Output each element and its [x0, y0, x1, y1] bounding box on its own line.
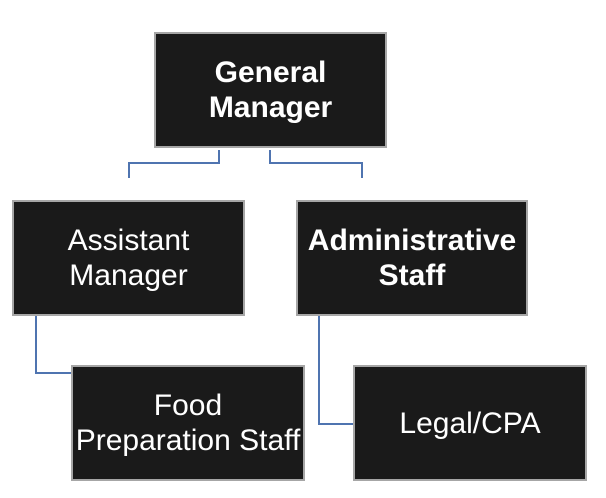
connector-general-manager-to-administrative-staff: [269, 150, 363, 178]
org-node-label-line: General: [214, 56, 327, 89]
org-node-legal-cpa: Legal/CPA: [353, 365, 587, 481]
org-node-label-line: Food: [153, 389, 223, 422]
org-node-label-line: Legal/CPA: [399, 406, 541, 440]
connector-administrative-staff-to-legal-cpa: [318, 316, 353, 425]
org-node-food-preparation-staff: Food Preparation Staff: [71, 365, 305, 481]
org-node-label-line: Preparation Staff: [75, 424, 301, 457]
org-node-label-line: Administrative: [307, 224, 517, 257]
org-node-label-line: Manager: [69, 259, 188, 292]
connector-general-manager-to-assistant-manager: [128, 150, 220, 178]
connector-assistant-manager-to-food-preparation-staff: [35, 316, 71, 374]
org-node-label-line: Assistant: [67, 224, 190, 257]
org-node-label-line: Manager: [208, 91, 333, 124]
org-node-label-line: Staff: [378, 259, 446, 292]
org-node-general-manager: General Manager: [154, 32, 387, 148]
org-node-administrative-staff: Administrative Staff: [296, 200, 528, 316]
org-node-assistant-manager: Assistant Manager: [12, 200, 245, 316]
